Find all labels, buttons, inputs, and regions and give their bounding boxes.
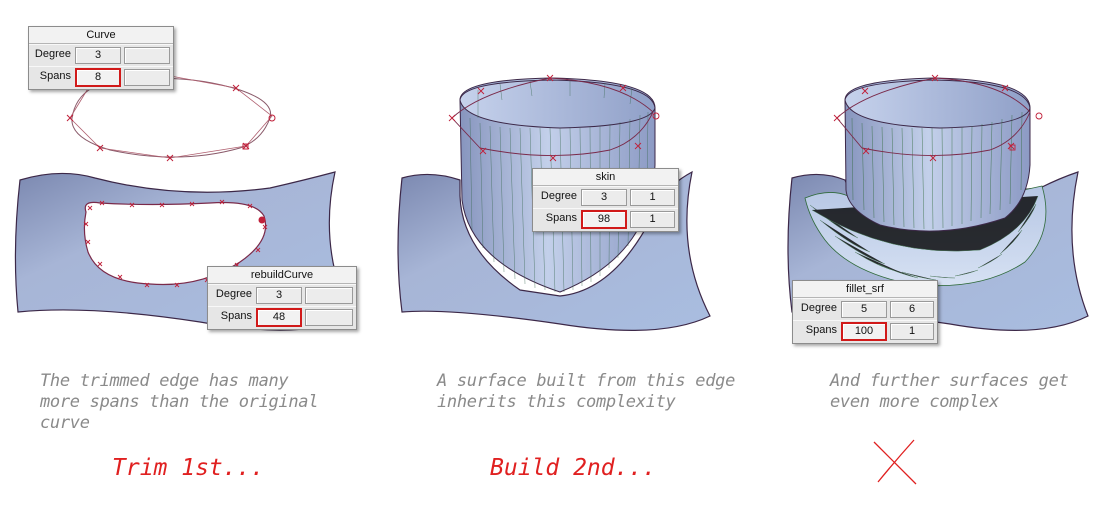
- curve-attribute-box: Curve Degree 3 Spans 8: [28, 26, 174, 90]
- spans-label: Spans: [545, 212, 577, 224]
- spans-row: Spans 48: [208, 306, 356, 328]
- step-label: Build 2nd...: [490, 455, 657, 481]
- caption-line-2: even more complex: [830, 392, 999, 412]
- degree-label: Degree: [215, 288, 252, 300]
- degree-v-field[interactable]: 6: [890, 301, 934, 318]
- spans-label: Spans: [39, 70, 71, 82]
- spans-v-field[interactable]: 1: [890, 323, 934, 340]
- degree-u-field[interactable]: 3: [256, 287, 302, 304]
- panel-build: skin Degree 3 1 Spans 98 1 A surface bui…: [370, 0, 740, 519]
- fillet-srf-attribute-box: fillet_srf Degree 5 6 Spans 100 1: [792, 280, 938, 344]
- degree-row: Degree 3: [29, 44, 173, 66]
- caption-line-1: The trimmed edge has many: [40, 371, 289, 391]
- attribute-title: skin: [533, 169, 678, 186]
- spans-row: Spans 8: [29, 66, 173, 88]
- rebuildcurve-attribute-box: rebuildCurve Degree 3 Spans 48: [207, 266, 357, 330]
- degree-label: Degree: [34, 48, 71, 60]
- degree-u-field[interactable]: 3: [75, 47, 121, 64]
- spans-v-field[interactable]: [124, 69, 170, 86]
- panel-trim: Curve Degree 3 Spans 8 rebuildCurve Degr…: [0, 0, 370, 519]
- degree-label: Degree: [800, 302, 837, 314]
- step-label: Trim 1st...: [112, 455, 265, 481]
- degree-label: Degree: [540, 190, 577, 202]
- fillet-illustration: [787, 74, 1089, 331]
- degree-row: Degree 3 1: [533, 186, 678, 208]
- spans-u-field[interactable]: 48: [256, 308, 302, 327]
- spans-label: Spans: [805, 324, 837, 336]
- caption-line-2: more spans than the original curve: [40, 392, 319, 433]
- degree-u-field[interactable]: 5: [841, 301, 887, 318]
- degree-row: Degree 5 6: [793, 298, 937, 320]
- caption: A surface built from this edge inherits …: [437, 371, 737, 413]
- spans-v-field[interactable]: 1: [630, 211, 675, 228]
- degree-v-field[interactable]: 1: [630, 189, 675, 206]
- caption: The trimmed edge has many more spans tha…: [40, 371, 370, 434]
- red-x-icon: [873, 439, 917, 485]
- degree-row: Degree 3: [208, 284, 356, 306]
- spans-v-field[interactable]: [305, 309, 353, 326]
- caption-line-1: And further surfaces get: [830, 371, 1069, 391]
- spans-u-field[interactable]: 8: [75, 68, 121, 87]
- caption-line-1: A surface built from this edge: [437, 371, 736, 391]
- spans-u-field[interactable]: 100: [841, 322, 887, 341]
- fillet-cylinder: [833, 74, 1043, 232]
- attribute-title: rebuildCurve: [208, 267, 356, 284]
- degree-v-field[interactable]: [124, 47, 170, 64]
- caption-line-2: inherits this complexity: [437, 392, 676, 412]
- spans-label: Spans: [220, 310, 252, 322]
- attribute-title: fillet_srf: [793, 281, 937, 298]
- spans-u-field[interactable]: 98: [581, 210, 627, 229]
- caption: And further surfaces get even more compl…: [830, 371, 1100, 413]
- degree-u-field[interactable]: 3: [581, 189, 627, 206]
- skin-attribute-box: skin Degree 3 1 Spans 98 1: [532, 168, 679, 232]
- spans-row: Spans 98 1: [533, 208, 678, 230]
- spans-row: Spans 100 1: [793, 320, 937, 342]
- degree-v-field[interactable]: [305, 287, 353, 304]
- attribute-title: Curve: [29, 27, 173, 44]
- panel-fillet: fillet_srf Degree 5 6 Spans 100 1 And fu…: [740, 0, 1100, 519]
- base-surface: [397, 170, 711, 331]
